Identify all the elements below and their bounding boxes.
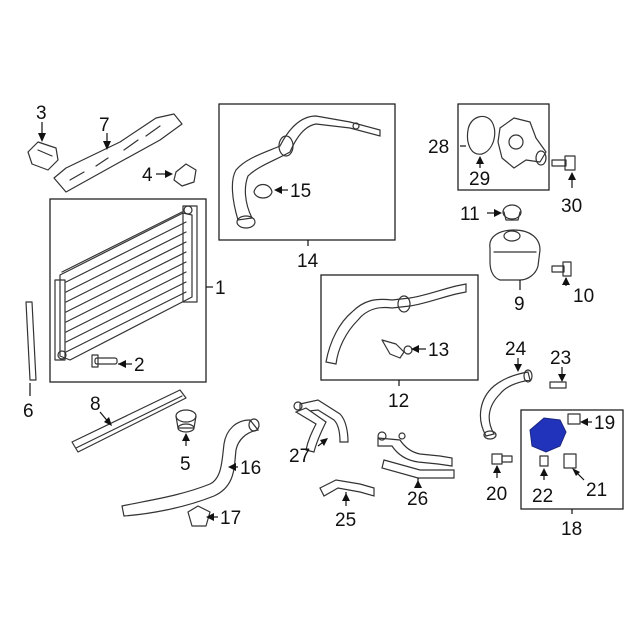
label-19: 19 [594, 413, 615, 434]
label-20: 20 [486, 484, 507, 505]
label-8: 8 [90, 394, 101, 415]
bolt-20-part [491, 453, 513, 465]
label-28: 28 [428, 137, 449, 158]
insulator-4-part [173, 163, 197, 187]
label-29: 29 [469, 169, 490, 190]
radiator-group-box [49, 198, 207, 383]
hose-24-part [479, 369, 533, 440]
label-4: 4 [142, 165, 153, 186]
clamp-15-part [253, 183, 273, 199]
label-27: 27 [289, 446, 310, 467]
label-15: 15 [290, 181, 311, 202]
hose-16-part [121, 418, 260, 517]
label-6: 6 [23, 401, 34, 422]
bolt-10-part [551, 261, 572, 277]
highlighted-part [529, 417, 567, 453]
hose-25-part [319, 479, 375, 497]
bolt-2-part [91, 354, 118, 368]
label-11: 11 [460, 204, 480, 225]
thermostat-group-box [457, 103, 550, 191]
label-25: 25 [335, 510, 356, 531]
label-7: 7 [99, 115, 110, 136]
label-12: 12 [388, 391, 409, 412]
label-23: 23 [550, 348, 571, 369]
label-22: 22 [532, 486, 553, 507]
label-1: 1 [215, 278, 226, 299]
seal-6-part [25, 301, 37, 381]
label-10: 10 [573, 286, 594, 307]
bracket-3-part [27, 141, 59, 171]
label-9: 9 [514, 294, 525, 315]
tube-26-part [377, 431, 455, 479]
label-24: 24 [505, 339, 527, 360]
label-3: 3 [36, 103, 47, 124]
label-2: 2 [134, 355, 145, 376]
deflector-8-part [71, 389, 187, 453]
bolt-30-part [551, 155, 576, 171]
label-13: 13 [428, 340, 449, 361]
reservoir-9-part [489, 229, 541, 281]
label-26: 26 [407, 489, 428, 510]
sensor-housing-19-part [529, 413, 581, 453]
label-30: 30 [561, 196, 582, 217]
cap-5-part [175, 409, 197, 433]
sensor-21-part [563, 453, 577, 469]
hose-14-part [231, 115, 381, 229]
hose-12-part [325, 283, 467, 365]
label-16: 16 [240, 458, 261, 479]
label-18: 18 [561, 519, 582, 540]
gasket-29-part [466, 115, 496, 155]
thermostat-housing-part [497, 117, 547, 169]
cap-11-part [502, 204, 522, 221]
hose-14-group-box [218, 103, 396, 241]
radiator-part [54, 205, 198, 361]
label-17: 17 [220, 508, 241, 529]
hose-27-part [293, 399, 349, 453]
seal-22-part [539, 455, 549, 467]
clamp-13-part [381, 339, 413, 359]
bolt-23-part [549, 381, 567, 389]
label-5: 5 [180, 454, 191, 475]
bracket-7-part [53, 113, 183, 193]
label-21: 21 [586, 480, 607, 501]
clip-17-part [187, 505, 211, 527]
label-14: 14 [297, 251, 319, 272]
